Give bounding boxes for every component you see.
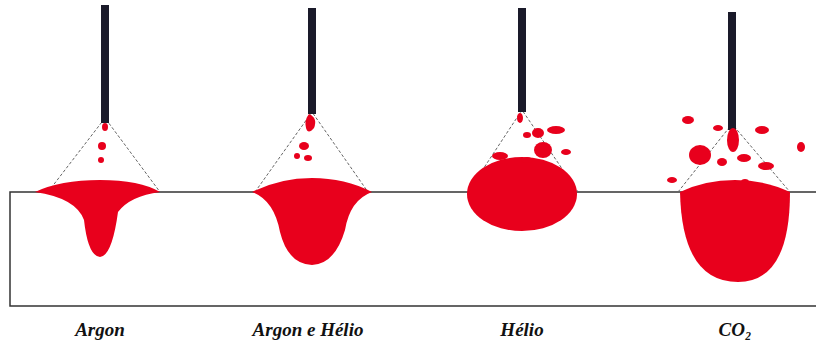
gas-label: Argon (75, 319, 125, 341)
metal-droplets (98, 113, 805, 185)
weld-beads (35, 157, 790, 282)
electrodes (101, 5, 736, 130)
gas-label: Argon e Hélio (253, 319, 364, 341)
arc-cones (48, 110, 790, 192)
gas-label: CO₂ (718, 319, 751, 341)
gas-label: Hélio (500, 319, 543, 341)
